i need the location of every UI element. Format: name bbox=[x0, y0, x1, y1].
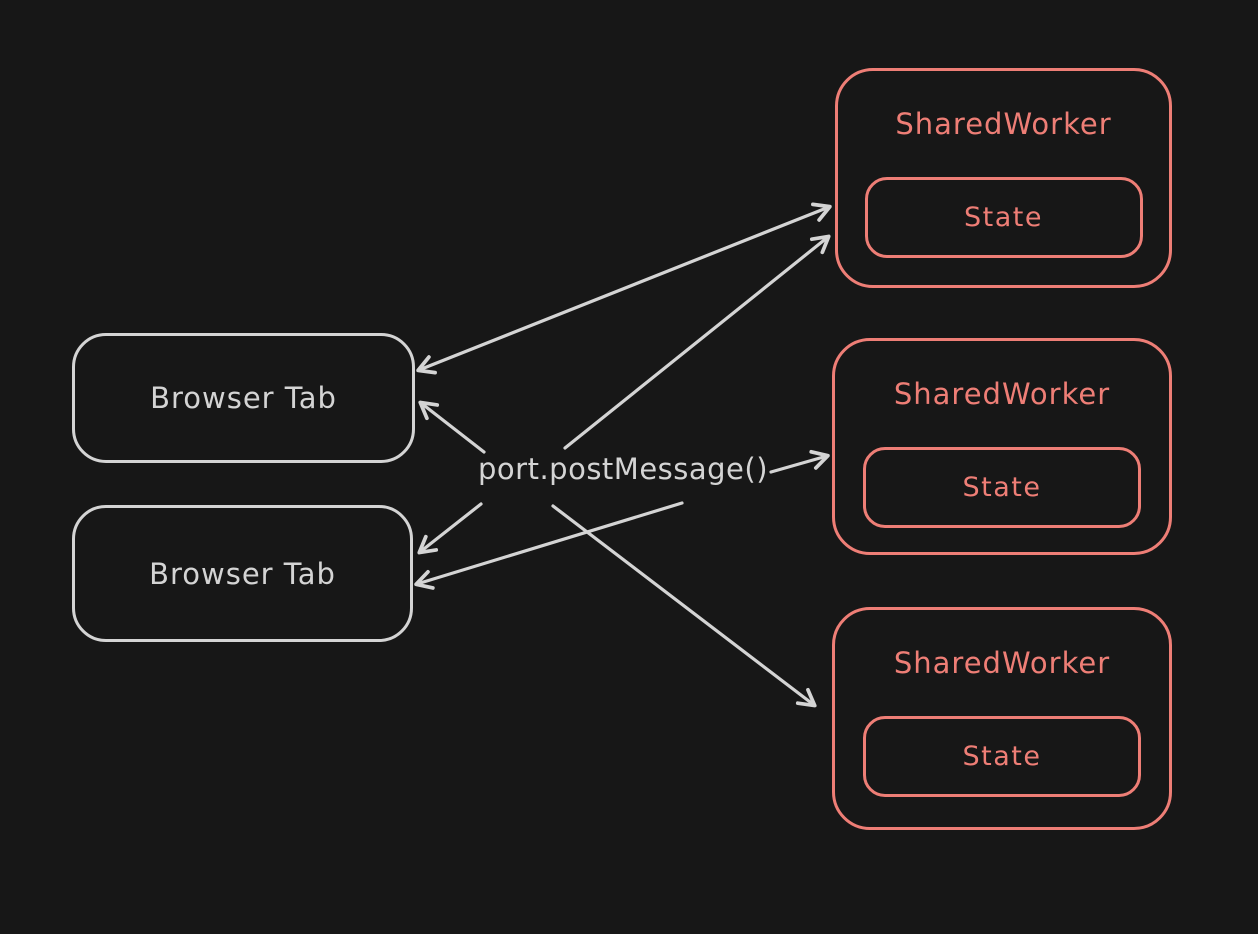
shared-worker-3-box[interactable]: SharedWorker State bbox=[832, 607, 1172, 830]
shared-worker-2-box[interactable]: SharedWorker State bbox=[832, 338, 1172, 555]
shared-worker-2-label: SharedWorker bbox=[893, 377, 1111, 411]
arrow-center-to-worker1[interactable] bbox=[563, 234, 831, 450]
port-postmessage-label: port.postMessage() bbox=[478, 452, 769, 486]
state-box-3[interactable]: State bbox=[863, 716, 1141, 797]
arrow-worker1-tab1-bidirectional[interactable] bbox=[416, 202, 832, 375]
state-label-3: State bbox=[962, 741, 1042, 772]
browser-tab-1-label: Browser Tab bbox=[150, 381, 337, 415]
arrow-center-to-tab2[interactable] bbox=[417, 502, 483, 555]
state-label-2: State bbox=[962, 472, 1042, 503]
arrow-right-to-tab2[interactable] bbox=[414, 501, 684, 590]
shared-worker-3-label: SharedWorker bbox=[893, 646, 1111, 680]
browser-tab-1-box[interactable]: Browser Tab bbox=[72, 333, 415, 463]
state-label-1: State bbox=[964, 202, 1043, 233]
browser-tab-2-box[interactable]: Browser Tab bbox=[72, 505, 413, 642]
arrow-label-to-worker2[interactable] bbox=[769, 449, 830, 474]
state-box-2[interactable]: State bbox=[863, 447, 1141, 528]
arrow-center-to-tab1[interactable] bbox=[418, 400, 486, 454]
shared-worker-1-box[interactable]: SharedWorker State bbox=[835, 68, 1172, 288]
browser-tab-2-label: Browser Tab bbox=[149, 556, 336, 591]
shared-worker-1-label: SharedWorker bbox=[895, 107, 1112, 141]
arrow-center-to-worker3[interactable] bbox=[551, 504, 817, 708]
state-box-1[interactable]: State bbox=[864, 177, 1143, 258]
